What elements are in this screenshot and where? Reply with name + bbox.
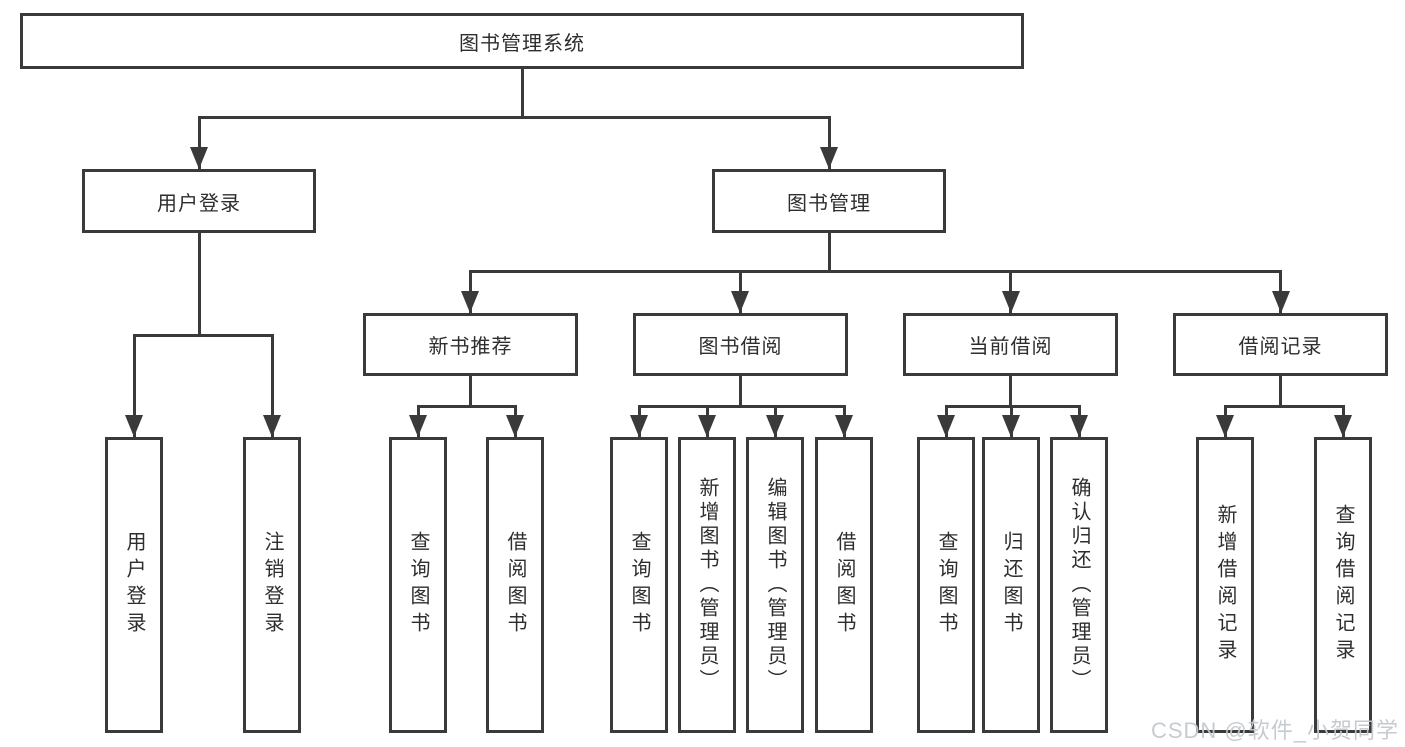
arrow-down-icon (409, 415, 427, 437)
node-leaf-confirm-return-admin: 确认归还（管理员） (1050, 437, 1108, 733)
node-leaf-query-books-b: 查询图书 (610, 437, 668, 733)
node-leaf-add-borrow-record: 新增借阅记录 (1196, 437, 1254, 733)
node-root-label: 图书管理系统 (459, 32, 585, 55)
connector-to-new-book-recommend (461, 270, 479, 313)
connector-to-leaf-add-book-admin (698, 405, 716, 437)
node-new-book-recommend-label: 新书推荐 (428, 336, 513, 358)
node-book-management-label: 图书管理 (787, 192, 871, 215)
node-root: 图书管理系统 (20, 13, 1024, 69)
node-borrow-records-label: 借阅记录 (1238, 336, 1323, 358)
node-leaf-borrow-books-a: 借阅图书 (486, 437, 544, 733)
node-leaf-borrow-books-b: 借阅图书 (815, 437, 873, 733)
connector-to-borrow-records (1271, 270, 1290, 313)
connector-book-management-stem (827, 233, 831, 270)
connector-to-leaf-edit-book-admin (766, 405, 784, 437)
node-leaf-return-books: 归还图书 (982, 437, 1040, 733)
connector-new-book-recommend-rail (416, 405, 517, 408)
node-leaf-add-borrow-record-label: 新增借阅记录 (1214, 504, 1236, 666)
node-leaf-user-login-label: 用户登录 (123, 531, 145, 639)
arrow-down-icon (1001, 291, 1020, 313)
arrow-down-icon (190, 147, 208, 169)
connector-to-leaf-confirm-return-admin (1070, 405, 1088, 437)
arrow-down-icon (125, 415, 143, 437)
node-leaf-borrow-books-a-label: 借阅图书 (504, 531, 526, 639)
connector-to-leaf-return-books (1002, 405, 1020, 437)
arrow-down-icon (506, 415, 524, 437)
connector-to-user-login (190, 116, 208, 169)
arrow-down-icon (630, 415, 648, 437)
node-leaf-query-books-c: 查询图书 (917, 437, 975, 733)
arrow-down-icon (1216, 415, 1234, 437)
connector-book-management-rail (468, 270, 1282, 273)
node-leaf-confirm-return-admin-label: 确认归还（管理员） (1068, 477, 1090, 693)
arrow-down-icon (1002, 415, 1020, 437)
connector-user-login-rail (132, 334, 274, 337)
connector-current-borrow-stem (1009, 376, 1012, 405)
node-book-management: 图书管理 (712, 169, 946, 233)
arrow-down-icon (1070, 415, 1088, 437)
connector-to-leaf-query-books-c (937, 405, 955, 437)
node-current-borrow-label: 当前借阅 (968, 336, 1053, 358)
node-user-login-label: 用户登录 (157, 192, 241, 215)
connector-user-login-stem (197, 233, 201, 334)
node-leaf-borrow-books-b-label: 借阅图书 (833, 531, 855, 639)
node-leaf-query-books-a-label: 查询图书 (407, 531, 429, 639)
arrow-down-icon (937, 415, 955, 437)
connector-borrow-records-stem (1279, 376, 1282, 405)
node-borrow-records: 借阅记录 (1173, 313, 1388, 376)
connector-to-book-borrow (731, 270, 749, 313)
node-leaf-add-book-admin: 新增图书（管理员） (678, 437, 736, 733)
connector-to-leaf-borrow-books-b (835, 405, 853, 437)
connector-to-leaf-borrow-books-a (506, 405, 524, 437)
connector-to-leaf-query-books-b (630, 405, 648, 437)
connector-root-stem (520, 69, 524, 116)
node-leaf-return-books-label: 归还图书 (1000, 531, 1022, 639)
connector-to-book-management (820, 116, 838, 169)
node-leaf-query-books-c-label: 查询图书 (935, 531, 957, 639)
node-leaf-add-book-admin-label: 新增图书（管理员） (696, 477, 718, 693)
connector-book-borrow-rail (637, 405, 846, 408)
connector-book-borrow-stem (739, 376, 742, 405)
node-leaf-query-books-b-label: 查询图书 (628, 531, 650, 639)
arrow-down-icon (698, 415, 716, 437)
connector-to-leaf-user-login (125, 334, 143, 437)
node-leaf-query-borrow-record-label: 查询借阅记录 (1332, 504, 1354, 666)
arrow-down-icon (835, 415, 853, 437)
node-current-borrow: 当前借阅 (903, 313, 1118, 376)
node-new-book-recommend: 新书推荐 (363, 313, 578, 376)
arrow-down-icon (820, 147, 838, 169)
node-leaf-edit-book-admin: 编辑图书（管理员） (746, 437, 804, 733)
arrow-down-icon (766, 415, 784, 437)
node-leaf-edit-book-admin-label: 编辑图书（管理员） (764, 477, 786, 693)
connector-to-current-borrow (1001, 270, 1020, 313)
arrow-down-icon (263, 415, 281, 437)
node-leaf-query-borrow-record: 查询借阅记录 (1314, 437, 1372, 733)
arrow-down-icon (461, 291, 479, 313)
connector-root-rail (197, 116, 831, 119)
csdn-watermark: CSDN @软件_小贺同学 (1150, 718, 1399, 743)
connector-to-leaf-query-borrow-record (1334, 405, 1352, 437)
connector-new-book-recommend-stem (469, 376, 472, 405)
node-leaf-logout: 注销登录 (243, 437, 301, 733)
arrow-down-icon (1334, 415, 1352, 437)
connector-borrow-records-rail (1223, 405, 1345, 408)
connector-to-leaf-logout (263, 334, 281, 437)
connector-to-leaf-query-books-a (409, 405, 427, 437)
connector-to-leaf-add-borrow-record (1216, 405, 1234, 437)
node-leaf-query-books-a: 查询图书 (389, 437, 447, 733)
node-book-borrow: 图书借阅 (633, 313, 848, 376)
node-user-login: 用户登录 (82, 169, 316, 233)
node-book-borrow-label: 图书借阅 (698, 336, 783, 358)
node-leaf-user-login: 用户登录 (105, 437, 163, 733)
node-leaf-logout-label: 注销登录 (261, 531, 283, 639)
connector-current-borrow-rail (944, 405, 1081, 408)
arrow-down-icon (731, 291, 749, 313)
arrow-down-icon (1271, 291, 1290, 313)
